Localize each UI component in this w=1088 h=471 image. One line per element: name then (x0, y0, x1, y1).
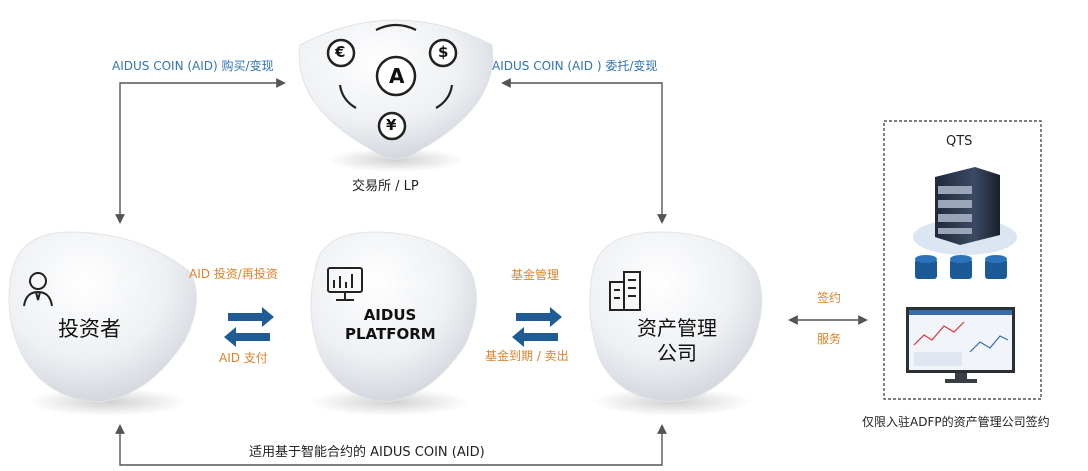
label-top-left-arrow: AIDUS COIN (AID) 购买/变现 (112, 59, 274, 73)
arrow-top-left (115, 78, 286, 224)
label-invest: AID 投资/再投资 (189, 267, 278, 281)
label-payment: AID 支付 (219, 351, 268, 365)
label-fund-maturity: 基金到期 / 卖出 (485, 349, 569, 363)
investor-title: 投资者 (58, 317, 121, 341)
arrow-bottom (115, 424, 667, 466)
database-icons (915, 255, 1007, 279)
dollar-icon (428, 38, 458, 68)
coin-letter: A (389, 64, 405, 88)
database-icon (950, 255, 972, 279)
cycle-arrows-icon (338, 23, 454, 109)
euro-symbol: € (335, 43, 346, 61)
label-service: 服务 (817, 332, 842, 346)
amc-title-line1: 资产管理 (637, 316, 717, 340)
coin-a-icon (375, 55, 417, 97)
label-bottom-arrow: 适用基于智能合约的 AIDUS COIN (AID) (249, 445, 485, 460)
database-icon (985, 255, 1007, 279)
monitor-chart-icon (327, 267, 363, 301)
label-top-right-arrow: AIDUS COIN (AID ) 委托/变现 (492, 59, 658, 73)
label-contract: 签约 (817, 291, 842, 305)
platform-title: AIDUS PLATFORM (345, 306, 436, 344)
trading-monitor-icon (906, 307, 1015, 383)
swap-arrows-left (224, 307, 274, 347)
investor-icon (23, 272, 53, 307)
qts-title: QTS (946, 134, 973, 149)
dollar-symbol: $ (438, 43, 449, 61)
exchange-node (298, 19, 494, 172)
platform-node (310, 231, 477, 416)
qts-box (883, 120, 1042, 400)
label-fund-mgmt: 基金管理 (511, 268, 560, 282)
building-icon (609, 271, 641, 311)
yen-symbol: ¥ (386, 116, 397, 134)
platform-title-line1: AIDUS (363, 306, 417, 324)
platform-title-line2: PLATFORM (345, 324, 436, 343)
arrow-top-right (501, 78, 667, 224)
investor-node (8, 231, 197, 416)
amc-node (589, 231, 763, 416)
database-icon (915, 255, 937, 279)
swap-arrows-right (512, 307, 562, 347)
server-rack-icon (913, 167, 1017, 255)
yen-icon (377, 111, 407, 141)
qts-note: 仅限入驻ADFP的资产管理公司签约 (862, 415, 1050, 429)
euro-icon (326, 38, 356, 68)
connector-lines (115, 78, 868, 466)
amc-title: 资产管理 公司 (632, 316, 722, 366)
amc-title-line2: 公司 (657, 341, 697, 365)
exchange-label: 交易所 / LP (352, 179, 419, 194)
